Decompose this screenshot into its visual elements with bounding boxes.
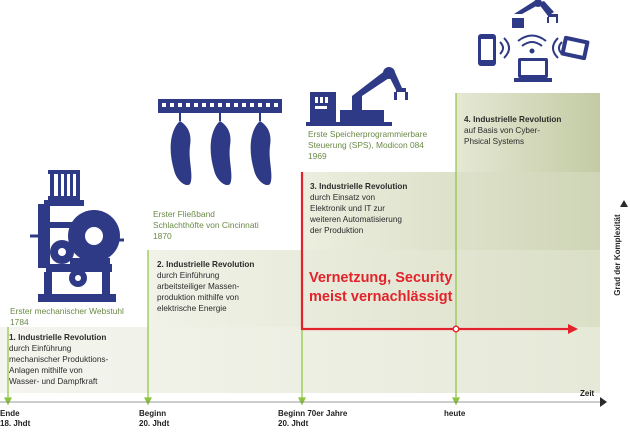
caption-fliessband-name: Erster Fließband <box>153 209 215 219</box>
revolution-3-line: weiteren Automatisierung <box>310 215 402 224</box>
time-axis <box>0 397 607 407</box>
axis-label-line: 20. Jhdt <box>139 419 170 428</box>
assembly-line-icon <box>158 99 282 186</box>
revolution-2-line: produktion mithilfe von <box>157 293 239 302</box>
x-axis-label: Zeit <box>580 389 594 399</box>
axis-label-line: Beginn <box>139 409 167 418</box>
security-annotation: Vernetzung, Security meist vernachlässig… <box>309 269 452 307</box>
revolution-3-text: 3. Industrielle Revolution durch Einsatz… <box>310 181 407 236</box>
revolution-2-line: durch Einführung <box>157 271 220 280</box>
band-revolution-4 <box>456 93 600 172</box>
caption-fliessband: Erster Fließband Schlachthöfte von Cinci… <box>153 209 259 242</box>
axis-label-line: Beginn 70er Jahre <box>278 409 348 418</box>
revolution-4-text: 4. Industrielle Revolution auf Basis von… <box>464 114 561 147</box>
revolution-1-title: 1. Industrielle Revolution <box>9 333 107 342</box>
revolution-3-line: der Produktion <box>310 226 364 235</box>
revolution-4-title: 4. Industrielle Revolution <box>464 115 562 124</box>
caption-fliessband-year: 1870 <box>153 231 172 241</box>
security-annotation-line: Vernetzung, Security <box>309 270 453 286</box>
axis-label-line: 20. Jhdt <box>278 419 309 428</box>
caption-webstuhl-year: 1784 <box>10 317 29 327</box>
revolution-3-line: Elektronik und IT zur <box>310 204 385 213</box>
y-axis-label: Grad der Komplexität <box>613 200 623 310</box>
revolution-1-line: mechanischer Produktions- <box>9 355 109 364</box>
loom-icon <box>30 170 124 302</box>
caption-sps-model: Steuerung (SPS), Modicon 084 <box>308 140 424 150</box>
connected-devices-icon <box>478 0 590 82</box>
caption-sps: Erste Speicherprogrammierbare Steuerung … <box>308 129 427 162</box>
marker-arrow-2 <box>144 397 152 406</box>
revolution-1-line: durch Einführung <box>9 344 72 353</box>
revolution-4-line: Phsical Systems <box>464 137 525 146</box>
band-revolution-3 <box>302 172 600 250</box>
caption-webstuhl-name: Erster mechanischer Webstuhl <box>10 306 124 316</box>
y-axis-label-text: Grad der Komplexität <box>613 214 622 296</box>
revolution-2-text: 2. Industrielle Revolution durch Einführ… <box>157 259 254 314</box>
axis-label-ende: Ende 18. Jhdt <box>0 409 30 429</box>
revolution-3-title: 3. Industrielle Revolution <box>310 182 408 191</box>
marker-arrow-1 <box>4 397 12 406</box>
caption-webstuhl: Erster mechanischer Webstuhl 1784 <box>10 306 124 328</box>
band-revolution-2 <box>148 250 600 327</box>
marker-arrow-4 <box>452 397 460 406</box>
caption-sps-year: 1969 <box>308 151 327 161</box>
caption-fliessband-place: Schlachthöfte von Cincinnati <box>153 220 259 230</box>
x-axis-label-text: Zeit <box>580 389 595 398</box>
axis-label-heute: heute <box>444 409 465 419</box>
revolution-4-line: auf Basis von Cyber- <box>464 126 540 135</box>
axis-label-line: Ende <box>0 409 20 418</box>
security-annotation-line: meist vernachlässigt <box>309 289 453 305</box>
revolution-3-line: durch Einsatz von <box>310 193 376 202</box>
revolution-1-line: Anlagen mithilfe von <box>9 366 83 375</box>
axis-label-line: heute <box>444 409 466 418</box>
revolution-2-line: elektrische Energie <box>157 304 227 313</box>
robot-arm-icon <box>306 67 408 126</box>
security-line <box>300 172 578 334</box>
band-revolution-1 <box>0 327 600 393</box>
axis-label-beginn-70er: Beginn 70er Jahre 20. Jhdt <box>278 409 347 429</box>
caption-sps-name: Erste Speicherprogrammierbare <box>308 129 428 139</box>
security-marker-dot <box>452 325 460 333</box>
security-arrow <box>568 324 578 334</box>
marker-arrow-3 <box>298 397 306 406</box>
axis-label-beginn-20: Beginn 20. Jhdt <box>139 409 169 429</box>
time-axis-arrow <box>600 397 607 407</box>
axis-label-line: 18. Jhdt <box>0 419 31 428</box>
revolution-2-line: arbeitsteiliger Massen- <box>157 282 240 291</box>
complexity-axis-arrow <box>620 200 628 207</box>
revolution-2-title: 2. Industrielle Revolution <box>157 260 255 269</box>
revolution-1-line: Wasser- und Dampfkraft <box>9 377 98 386</box>
revolution-1-text: 1. Industrielle Revolution durch Einführ… <box>9 332 108 387</box>
